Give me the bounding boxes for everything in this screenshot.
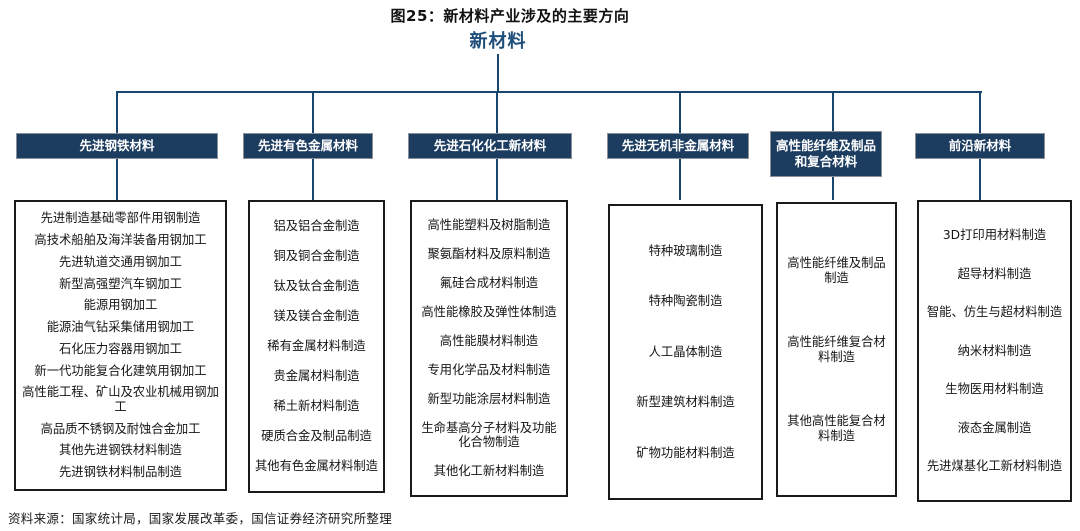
branch-items-box-inorganic-nonmetal: 特种玻璃制造特种陶瓷制造人工晶体制造新型建筑材料制造矿物功能材料制造	[608, 204, 763, 500]
source-note: 资料来源：国家统计局，国家发展改革委，国信证券经济研究所整理	[8, 511, 393, 526]
list-item: 硬质合金及制品制造	[261, 429, 372, 443]
branch-header-petrochemical: 先进石化化工新材料	[408, 133, 572, 159]
branch-header-steel: 先进钢铁材料	[16, 133, 218, 159]
branch-drop-connector	[832, 91, 834, 133]
list-item: 高性能纤维及制品制造	[787, 256, 886, 285]
list-item: 矿物功能材料制造	[636, 445, 735, 460]
branch-items-box-frontier: 3D打印用材料制造超导材料制造智能、仿生与超材料制造纳米材料制造生物医用材料制造…	[917, 200, 1072, 502]
horizontal-connector	[116, 91, 982, 93]
list-item: 先进制造基础零部件用钢制造	[40, 211, 201, 226]
list-item: 先进煤基化工新材料制造	[926, 459, 1063, 474]
branch-box-connector	[979, 159, 981, 200]
list-item: 聚氨酯材料及原料制造	[427, 247, 551, 262]
list-item: 其他有色金属材料制造	[255, 458, 378, 473]
list-item: 新型建筑材料制造	[636, 395, 735, 410]
list-item: 新型高强塑汽车钢加工	[59, 276, 182, 291]
branch-box-connector	[116, 159, 118, 200]
list-item: 3D打印用材料制造	[942, 228, 1047, 243]
list-item: 高技术船舶及海洋装备用钢加工	[34, 233, 207, 248]
list-item: 特种陶瓷制造	[648, 294, 723, 309]
branch-box-connector	[312, 159, 314, 200]
list-item: 贵金属材料制造	[273, 369, 360, 384]
list-item: 能源油气钻采集储用钢加工	[46, 320, 195, 335]
list-item: 专用化学品及材料制造	[427, 362, 551, 377]
list-item: 特种玻璃制造	[648, 243, 723, 258]
list-item: 钛及钛合金制造	[273, 279, 360, 294]
list-item: 稀土新材料制造	[273, 399, 360, 414]
branch-box-connector	[679, 159, 681, 200]
branch-drop-connector	[116, 91, 118, 133]
list-item: 高性能纤维复合材料制造	[787, 335, 886, 364]
list-item: 高性能塑料及树脂制造	[427, 218, 551, 233]
branch-drop-connector	[679, 91, 681, 133]
list-item: 其他化工新材料制造	[433, 464, 545, 479]
branch-drop-connector	[979, 91, 981, 133]
root-stem-connector	[497, 54, 499, 92]
branch-items-box-nonferrous: 铝及铝合金制造铜及铜合金制造钛及钛合金制造镁及镁合金制造稀有金属材料制造贵金属材…	[248, 200, 385, 493]
list-item: 其他高性能复合材料制造	[787, 414, 886, 443]
list-item: 人工晶体制造	[648, 344, 723, 359]
list-item: 先进轨道交通用钢加工	[59, 254, 182, 269]
branch-drop-connector	[312, 91, 314, 133]
branch-items-box-steel: 先进制造基础零部件用钢制造高技术船舶及海洋装备用钢加工先进轨道交通用钢加工新型高…	[14, 200, 227, 491]
root-node-label: 新材料	[469, 31, 527, 52]
branch-box-connector	[832, 177, 834, 200]
list-item: 生命基高分子材料及功能化合物制造	[421, 420, 557, 450]
list-item: 高性能橡胶及弹性体制造	[421, 305, 557, 320]
list-item: 铜及铜合金制造	[273, 249, 360, 264]
list-item: 高品质不锈钢及耐蚀合金加工	[40, 421, 201, 436]
branch-items-box-petrochemical: 高性能塑料及树脂制造聚氨酯材料及原料制造氟硅合成材料制造高性能橡胶及弹性体制造高…	[410, 200, 568, 497]
branch-header-nonferrous: 先进有色金属材料	[243, 133, 373, 159]
list-item: 智能、仿生与超材料制造	[926, 305, 1063, 320]
list-item: 能源用钢加工	[83, 298, 158, 313]
list-item: 液态金属制造	[957, 420, 1032, 435]
list-item: 生物医用材料制造	[945, 382, 1044, 397]
list-item: 稀有金属材料制造	[267, 339, 366, 354]
list-item: 新型功能涂层材料制造	[427, 391, 551, 406]
list-item: 高性能膜材料制造	[439, 333, 539, 348]
list-item: 其他先进钢铁材料制造	[59, 443, 182, 458]
figure-title: 图25：新材料产业涉及的主要方向	[390, 7, 630, 25]
branch-header-inorganic-nonmetal: 先进无机非金属材料	[607, 133, 749, 159]
branch-drop-connector	[496, 91, 498, 133]
list-item: 镁及镁合金制造	[273, 309, 360, 324]
list-item: 新一代功能复合化建筑用钢加工	[34, 363, 207, 378]
list-item: 高性能工程、矿山及农业机械用钢加工	[22, 385, 219, 414]
list-item: 铝及铝合金制造	[273, 219, 360, 234]
list-item: 纳米材料制造	[957, 343, 1032, 358]
branch-header-fiber-composite: 高性能纤维及制品和复合材料	[770, 131, 882, 177]
branch-box-connector	[496, 159, 498, 200]
branch-items-box-fiber-composite: 高性能纤维及制品制造高性能纤维复合材料制造其他高性能复合材料制造	[776, 202, 897, 497]
list-item: 先进钢铁材料制品制造	[59, 465, 182, 480]
list-item: 氟硅合成材料制造	[439, 276, 539, 291]
list-item: 超导材料制造	[957, 266, 1032, 281]
branch-header-frontier: 前沿新材料	[915, 133, 1045, 159]
list-item: 石化压力容器用钢加工	[59, 341, 182, 356]
